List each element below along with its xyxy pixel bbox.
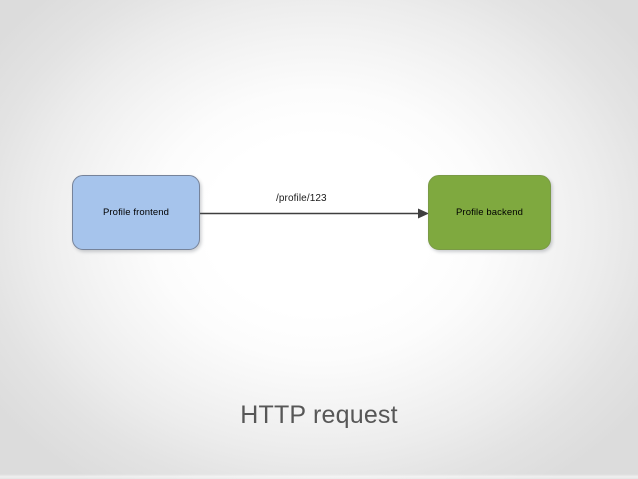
edge-label-profile-123: /profile/123 bbox=[276, 193, 327, 204]
slide-caption: HTTP request bbox=[240, 401, 398, 429]
bottom-edge-highlight bbox=[0, 474, 638, 479]
node-profile-backend[interactable]: Profile backend bbox=[428, 175, 551, 250]
node-frontend-label: Profile frontend bbox=[102, 207, 170, 218]
arrowhead-icon bbox=[418, 208, 429, 219]
edge-frontend-to-backend bbox=[200, 208, 429, 219]
node-profile-frontend[interactable]: Profile frontend bbox=[72, 175, 200, 250]
node-backend-label: Profile backend bbox=[456, 207, 523, 218]
